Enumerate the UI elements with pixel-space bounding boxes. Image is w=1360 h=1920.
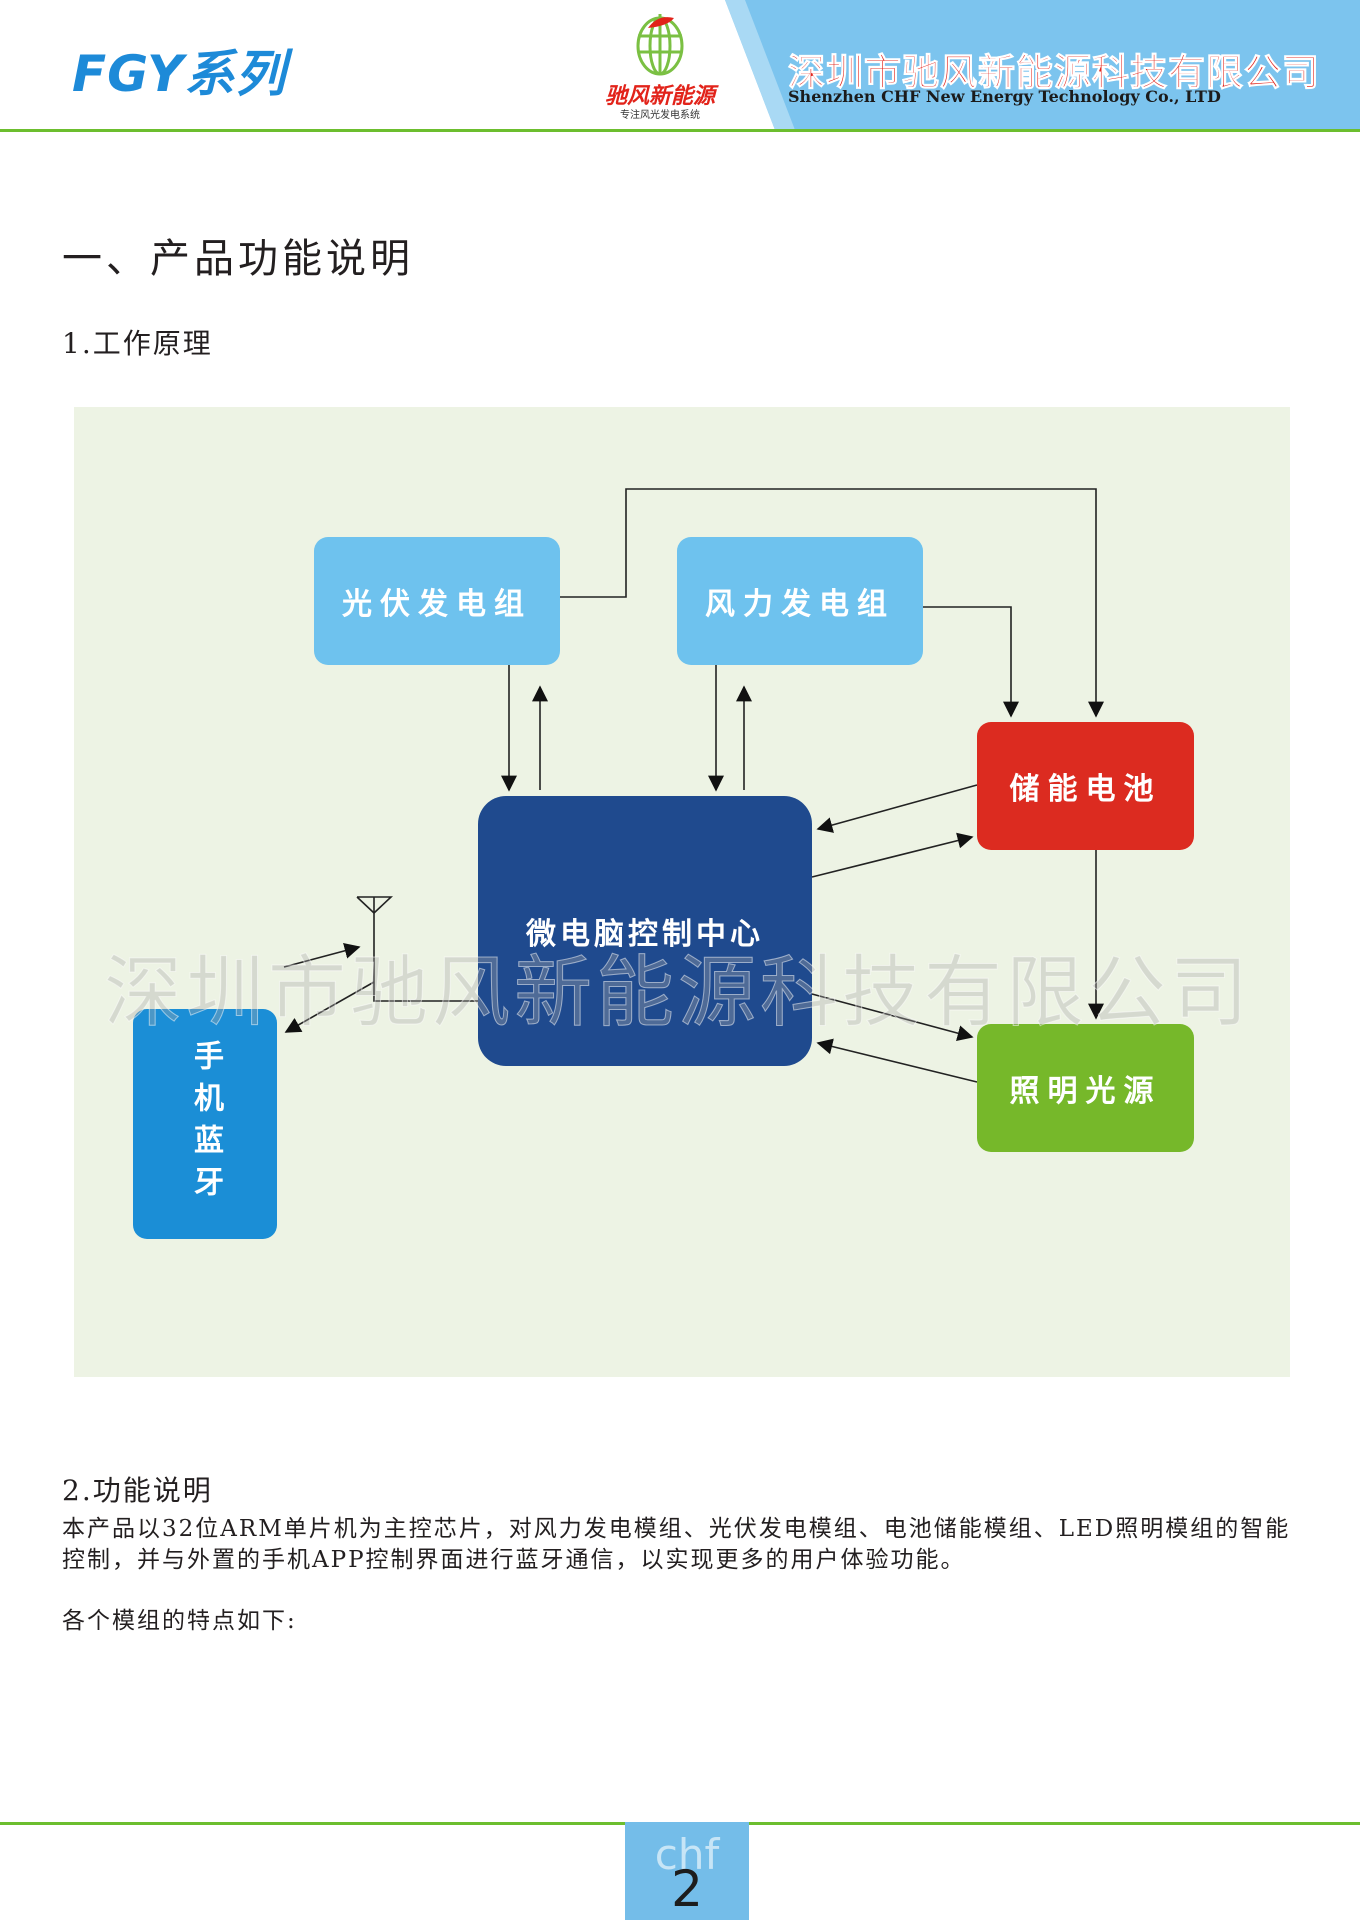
function-paragraph: 本产品以32位ARM单片机为主控芯片，对风力发电模组、光伏发电模组、电池储能模组…: [62, 1516, 1291, 1573]
module-features-intro: 各个模组的特点如下:: [62, 1608, 297, 1634]
subsection-working-principle: 1.工作原理: [62, 327, 213, 360]
watermark: 深圳市驰风新能源科技有限公司: [104, 948, 1253, 1039]
arrow-mcu-to-battery: [811, 832, 974, 878]
antenna-icon: [356, 896, 394, 915]
footer-page-tab: chf 2: [625, 1822, 749, 1920]
antenna-line: [373, 897, 478, 1002]
pv-generator-box: 光伏发电组: [314, 537, 560, 665]
storage-battery-box: 储能电池: [977, 722, 1194, 850]
section-title: 一、产品功能说明: [62, 236, 414, 282]
company-logo: 驰风新能源 专注风光发电系统: [590, 8, 730, 123]
footer-chf-mark: chf: [654, 1830, 720, 1879]
series-title: FGY系列: [72, 45, 287, 103]
logo-slogan: 专注风光发电系统: [620, 110, 700, 121]
header-band-edge: [725, 0, 795, 130]
header-band: [0, 0, 1360, 132]
page-number: 2: [671, 1860, 703, 1918]
arrow-mcu-to-light: [811, 993, 974, 1041]
company-name-en: Shenzhen CHF New Energy Technology Co., …: [788, 87, 1221, 106]
phone-bluetooth-box: 手机蓝牙: [133, 1009, 277, 1239]
diagram-connectors: [283, 488, 1104, 1083]
company-name-cn: 深圳市驰风新能源科技有限公司: [788, 51, 1320, 95]
globe-logo-icon: [636, 14, 684, 76]
page-header: FGY系列 驰风新能源 专注风光发电系统 深圳市驰风新能源科技有限公司 Shen…: [0, 0, 1360, 132]
logo-name: 驰风新能源: [604, 84, 715, 109]
arrow-wind-to-battery: [923, 606, 1019, 718]
arrow-battery-to-mcu: [816, 784, 978, 833]
subsection-function-description: 2.功能说明: [62, 1474, 213, 1507]
arrow-antenna-to-phone: [284, 981, 375, 1033]
header-blue-band: [725, 0, 1360, 130]
lighting-source-box: 照明光源: [977, 1024, 1194, 1152]
arrow-phone-to-antenna: [283, 942, 361, 968]
wind-generator-box: 风力发电组: [677, 537, 923, 665]
arrow-pv-to-battery: [560, 488, 1104, 718]
arrow-light-to-mcu: [816, 1038, 978, 1083]
system-diagram: 光伏发电组 风力发电组 微电脑控制中心 储能电池 照明光源 手机蓝牙: [74, 407, 1290, 1377]
mcu-control-center-box: 微电脑控制中心: [478, 796, 812, 1066]
header-green-line: [0, 129, 1360, 132]
